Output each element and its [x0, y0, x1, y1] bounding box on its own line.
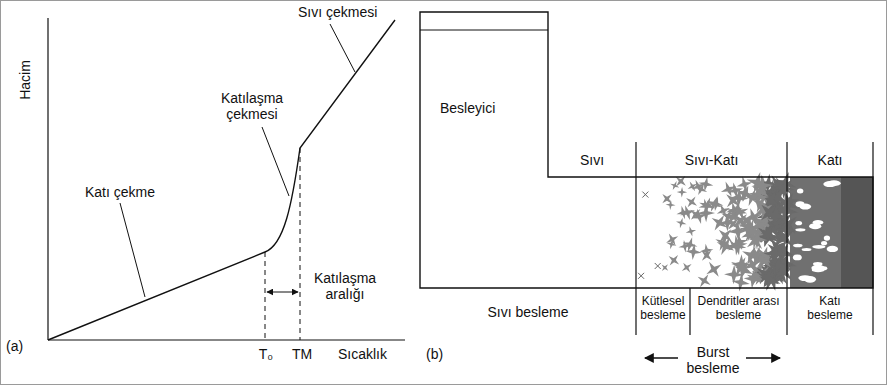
leader-line: [330, 24, 355, 72]
curve-label: Katılaşma çekmesi: [212, 90, 292, 122]
feeding-label: Katı besleme: [800, 294, 860, 322]
range-arrow: [267, 292, 298, 293]
shrinkage-curve: [48, 20, 395, 340]
burst-arrow: [746, 357, 780, 358]
riser-top-line: [420, 30, 548, 31]
range-label: Katılaşma aralığı: [306, 270, 384, 302]
temperature-mark: TM: [289, 346, 315, 362]
temperature-mark: T₀: [255, 346, 277, 362]
zone-separators: [636, 142, 873, 335]
leader-line: [120, 203, 145, 297]
feeding-schematic: [420, 12, 873, 358]
zone-label: Katı: [787, 152, 873, 168]
y-axis: [47, 18, 48, 340]
x-axis: [48, 339, 405, 340]
curve-label: Katı çekme: [72, 184, 168, 200]
volume-temperature-chart: [48, 18, 405, 340]
panel-letter: (a): [6, 338, 36, 354]
feeding-label: Burst besleme: [682, 344, 744, 376]
axis-label: Hacim: [17, 55, 33, 105]
node-text: Besleyici: [440, 100, 528, 116]
solid-zone-dark: [841, 177, 873, 288]
panel-letter: (b): [426, 346, 456, 362]
dashed-line: [300, 148, 301, 340]
solid-zone: [790, 177, 873, 288]
dendrites: [638, 172, 841, 291]
zone-label: Sıvı: [548, 152, 636, 168]
casting-outline: [420, 12, 873, 288]
feeding-label: Sıvı besleme: [420, 304, 636, 320]
axis-label: Sıcaklık: [338, 346, 410, 362]
dashed-line: [265, 252, 266, 340]
feeding-label: Kütlesel besleme: [637, 294, 689, 322]
zone-label: Sıvı-Katı: [636, 152, 787, 168]
burst-arrow: [645, 357, 678, 358]
feeding-label: Dendritler arası besleme: [691, 294, 786, 322]
curve-label: Sıvı çekmesi: [298, 4, 393, 20]
leader-line: [262, 127, 289, 196]
riser-box: Besleyici: [436, 96, 532, 120]
